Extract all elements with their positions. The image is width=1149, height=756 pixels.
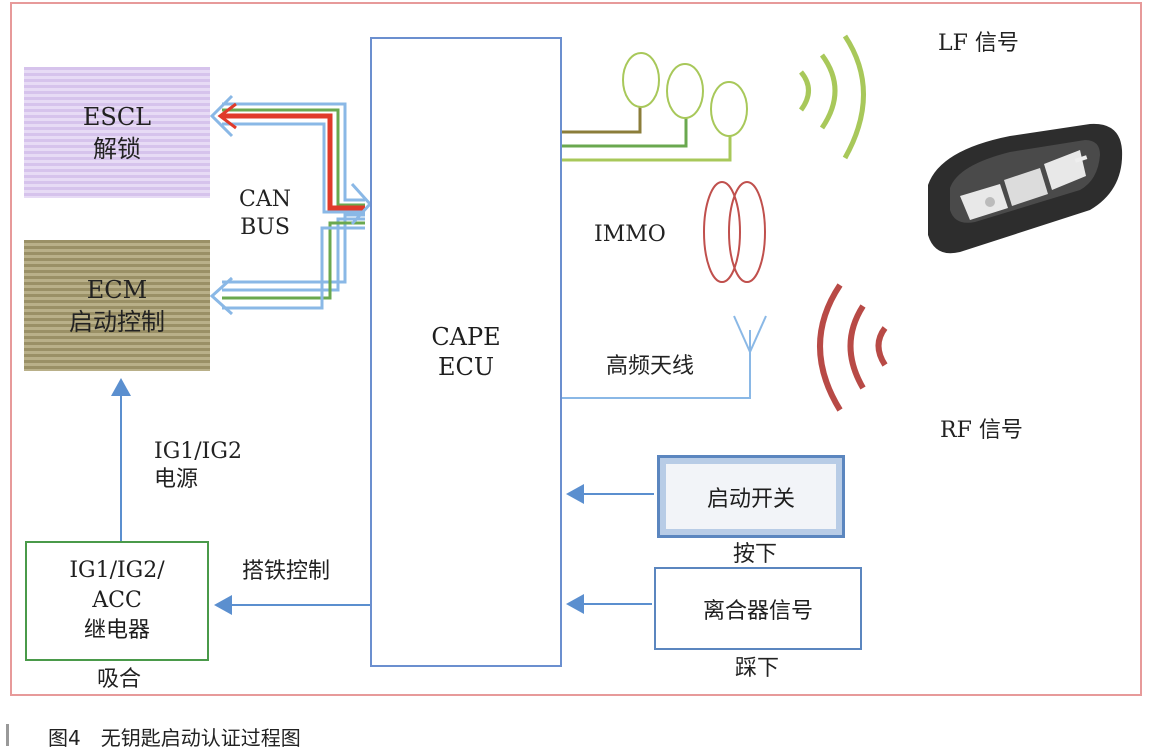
escl-box: ESCL 解锁 [24,67,210,198]
ecu-line1: CAPE [431,323,501,351]
rf-signal-label: RF 信号 [940,418,1023,443]
figure-caption: 图4 无钥匙启动认证过程图 [48,726,301,750]
relay-box: IG1/IG2/ ACC 继电器 [25,541,209,661]
caption-marker [6,724,9,746]
can-bus-ecm-lines [209,213,365,316]
cape-ecu-box: CAPE ECU [370,37,562,667]
escl-subtitle: 解锁 [93,134,141,163]
start-switch-note: 按下 [733,542,778,567]
clutch-signal-box: 离合器信号 [654,567,862,650]
ecm-subtitle: 启动控制 [69,307,165,336]
smart-key-icon [928,123,1123,254]
immo-coil [703,181,766,283]
can-bus-label: CAN BUS [234,186,296,242]
lf-signal-label: LF 信号 [938,31,1019,56]
lf-waves [798,34,866,160]
power-line2: 电源 [154,467,199,492]
hf-antenna-label: 高频天线 [606,354,695,379]
relay-line2: ACC [92,588,142,613]
hf-antenna [562,315,767,399]
immo-label: IMMO [594,222,666,247]
can-bus-line1: CAN [239,187,291,212]
power-line1: IG1/IG2 [154,439,242,464]
power-label: IG1/IG2 电源 [154,438,242,494]
can-bus-escl-lines [209,94,365,214]
lf-antennas [562,52,748,162]
clutch-signal-label: 离合器信号 [702,598,813,624]
escl-title: ESCL [82,102,152,131]
diagram-frame [10,2,1142,696]
start-switch-label: 启动开关 [706,486,795,512]
relay-line1: IG1/IG2/ [69,558,165,583]
can-bus-line2: BUS [240,215,290,240]
clutch-note: 踩下 [735,656,780,681]
relay-line3: 继电器 [83,618,150,643]
ecu-line2: ECU [437,353,495,381]
ecm-box: ECM 启动控制 [24,240,210,371]
rf-waves [817,283,888,412]
relay-note: 吸合 [97,667,142,692]
start-switch-box: 启动开关 [657,455,845,538]
ground-control-label: 搭铁控制 [242,559,331,584]
ecm-title: ECM [86,275,148,304]
